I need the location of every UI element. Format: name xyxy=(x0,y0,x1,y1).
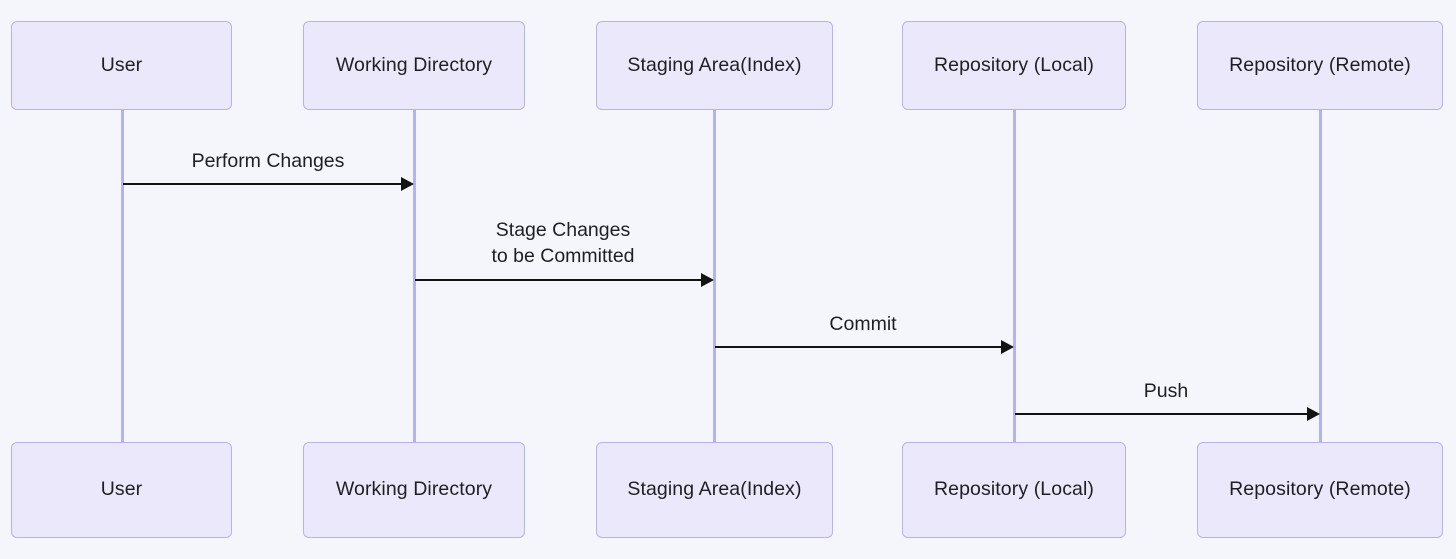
lifeline-working-directory xyxy=(413,110,416,443)
arrowhead-icon xyxy=(401,176,414,191)
actor-box-repository-remote-top[interactable]: Repository (Remote) xyxy=(1197,21,1443,110)
actor-box-repository-remote-bottom[interactable]: Repository (Remote) xyxy=(1197,442,1443,538)
arrowhead-icon xyxy=(1001,339,1014,354)
message-line xyxy=(123,183,401,186)
actor-box-user-bottom[interactable]: User xyxy=(11,442,232,538)
actor-label-user-top: User xyxy=(100,53,143,76)
lifeline-repository-remote xyxy=(1319,110,1322,443)
lifeline-staging-area xyxy=(713,110,716,443)
actor-label-staging-area-bottom: Staging Area(Index) xyxy=(627,478,802,501)
message-line xyxy=(1015,413,1307,416)
actor-label-repository-remote-top: Repository (Remote) xyxy=(1229,53,1411,76)
message-label-push: Push xyxy=(1143,380,1189,402)
actor-box-staging-area-top[interactable]: Staging Area(Index) xyxy=(596,21,833,110)
arrowhead-icon xyxy=(701,272,714,287)
actor-label-repository-remote-bottom: Repository (Remote) xyxy=(1229,478,1411,501)
actor-label-working-directory-bottom: Working Directory xyxy=(335,478,493,501)
message-line xyxy=(715,346,1001,349)
actor-label-working-directory-top: Working Directory xyxy=(335,53,493,76)
message-label-commit: Commit xyxy=(829,313,897,335)
message-line xyxy=(415,279,701,282)
actor-box-staging-area-bottom[interactable]: Staging Area(Index) xyxy=(596,442,833,538)
actor-box-repository-local-bottom[interactable]: Repository (Local) xyxy=(902,442,1126,538)
lifeline-repository-local xyxy=(1013,110,1016,443)
actor-box-working-directory-top[interactable]: Working Directory xyxy=(303,21,525,110)
actor-label-user-bottom: User xyxy=(100,478,143,501)
actor-box-user-top[interactable]: User xyxy=(11,21,232,110)
actor-box-repository-local-top[interactable]: Repository (Local) xyxy=(902,21,1126,110)
arrowhead-icon xyxy=(1307,406,1320,421)
message-label-perform-changes: Perform Changes xyxy=(191,150,345,172)
actor-label-repository-local-bottom: Repository (Local) xyxy=(933,478,1095,501)
message-label-stage-changes: Stage Changes to be Committed xyxy=(491,219,635,267)
lifeline-user xyxy=(121,110,124,443)
actor-label-repository-local-top: Repository (Local) xyxy=(933,53,1095,76)
actor-label-staging-area-top: Staging Area(Index) xyxy=(627,53,802,76)
actor-box-working-directory-bottom[interactable]: Working Directory xyxy=(303,442,525,538)
